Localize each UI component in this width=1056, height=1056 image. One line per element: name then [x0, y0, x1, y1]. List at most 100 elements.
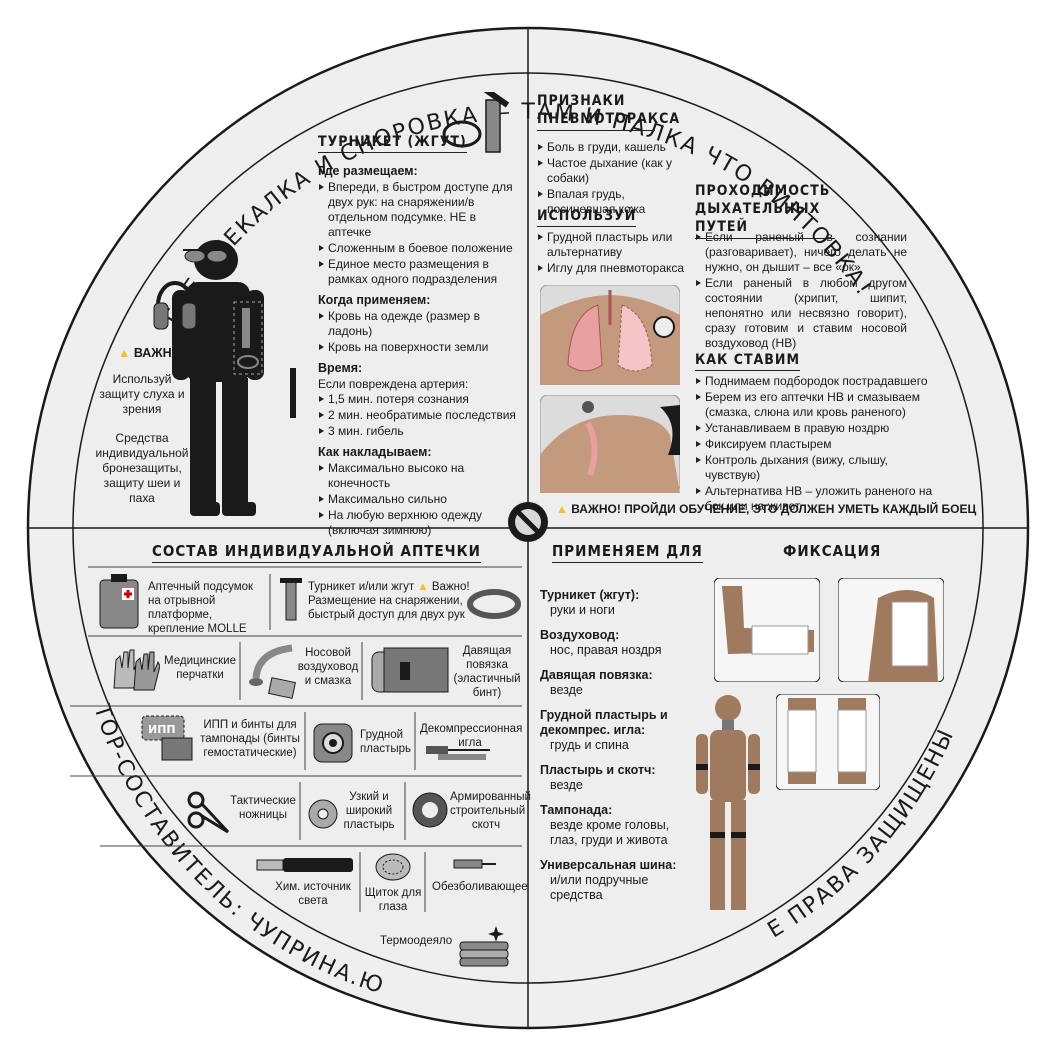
warning-icon: ▲	[417, 581, 429, 593]
kit-airway: Носовой воздуховод и смазка	[297, 647, 359, 687]
airway-how-item: Берем из его аптечки НВ и смазываем (сма…	[695, 390, 943, 420]
decompression-needle-icon	[426, 746, 490, 760]
ipp-icon: ИПП	[141, 715, 193, 761]
airway-how-section: Поднимаем подбородок пострадавшего Берем…	[695, 374, 943, 515]
how-item: На любую верхнюю одежду (включая зимнюю)	[318, 508, 518, 538]
kit-blanket: Термоодеяло	[380, 935, 453, 947]
pneumo-item: Частое дыхание (как у собаки)	[537, 156, 687, 186]
kit-painkiller: Обезболивающее	[432, 881, 528, 893]
lungs-illustration	[540, 285, 680, 385]
airway-how-item: Фиксируем пластырем	[695, 437, 943, 452]
kit-eyeshield: Щиток для глаза	[364, 887, 422, 913]
kit-tourniquet-warn: Важно!	[431, 581, 470, 593]
airway-how-item: Поднимаем подбородок пострадавшего	[695, 374, 943, 389]
kit-pouch: Аптечный подсумок на отрывной платформе,…	[148, 581, 254, 635]
kit-plaster: Узкий и широкий пластырь	[343, 791, 395, 831]
where-title: Где размещаем:	[318, 164, 418, 178]
plaster-roll-icon	[308, 799, 338, 829]
time-item: 2 мин. необратимые последствия	[318, 408, 518, 423]
kit-tourniquet: Турникет и/или жгут ▲ Важно! Размещение …	[308, 580, 478, 622]
kit-tourniquet-note: Размещение на снаряжении, быстрый доступ…	[308, 595, 465, 621]
apply-item: Пластырь и скотч:везде	[540, 763, 656, 792]
when-title: Когда применяем:	[318, 293, 431, 307]
chemlight-icon	[256, 858, 353, 872]
airway-how-item: Устанавливаем в правую ноздрю	[695, 421, 943, 436]
tourniquet-small-icon	[280, 578, 302, 621]
kit-ipp: ИПП и бинты для тампонады (бинты гемоста…	[200, 719, 300, 759]
apply-title: ПРИМЕНЯЕМ ДЛЯ	[552, 542, 703, 563]
gloves-icon	[113, 649, 160, 691]
svg-text:ИПП: ИПП	[148, 723, 176, 736]
pneumothorax-title: ПРИЗНАКИ ПНЕВМОТОРАКСА	[537, 92, 679, 131]
nasal-airway-illustration	[540, 395, 680, 493]
eye-shield-icon	[375, 853, 411, 881]
important-left-item: Средства индивидуальной бронезащиты, защ…	[95, 431, 189, 505]
kit-title: СОСТАВ ИНДИВИДУАЛЬНОЙ АПТЕЧКИ	[152, 542, 481, 563]
chest-seal-icon	[313, 723, 353, 763]
apply-item: Универсальная шина:и/или подручные средс…	[540, 858, 677, 902]
pneumothorax-section: Боль в груди, кашель Частое дыхание (как…	[537, 140, 687, 218]
warning-icon: ▲	[118, 346, 131, 360]
apply-item: Турникет (жгут):руки и ноги	[540, 588, 640, 617]
apply-item: Давящая повязка:везде	[540, 668, 653, 697]
airway-how-item: Альтернатива НВ – уложить раненого на бо…	[695, 484, 943, 514]
thermal-blanket-icon	[459, 926, 509, 967]
pneumo-item: Боль в груди, кашель	[537, 140, 687, 155]
important-left-items: Используй защиту слуха и зрения Средства…	[92, 372, 192, 506]
apply-item: Грудной пластырь и декомпрес. игла:грудь…	[540, 708, 668, 752]
when-item: Кровь на поверхности земли	[318, 340, 518, 355]
body-figure-illustration	[696, 695, 760, 910]
training-warning: ▲ ВАЖНО! ПРОЙДИ ОБУЧЕНИЕ, ЭТО ДОЛЖЕН УМЕ…	[556, 502, 977, 516]
kit-tourniquet-label: Турникет и/или жгут	[308, 581, 415, 593]
time-item: 3 мин. гибель	[318, 424, 518, 439]
tourniquet-strap-icon	[467, 589, 521, 619]
where-item: Впереди, в быстром доступе для двух рук:…	[318, 180, 518, 240]
tourniquet-title: ТУРНИКЕТ (ЖГУТ)	[318, 134, 467, 153]
kit-gloves: Медицинские перчатки	[164, 655, 236, 681]
use-item: Грудной пластырь или альтернативу	[537, 230, 687, 260]
important-left-item: Используй защиту слуха и зрения	[99, 372, 185, 416]
where-item: Сложенным в боевое положение	[318, 241, 518, 256]
airway-item: Если раненый в любом другом состоянии (х…	[695, 276, 907, 351]
apply-item: Тампонада:везде кроме головы, глаз, груд…	[540, 803, 670, 847]
glasses-icon	[183, 249, 229, 263]
use-section: Грудной пластырь или альтернативу Иглу д…	[537, 230, 687, 277]
fixation-shoulder-illustration	[838, 578, 944, 682]
kit-needle: Декомпрессионная игла	[420, 723, 523, 749]
important-left-title: ▲ ВАЖНО!	[118, 346, 186, 360]
kit-tape: Армированный строительный скотч	[450, 791, 531, 831]
airway-item: Если раненый в сознании (разговаривает),…	[695, 230, 907, 275]
ear-protection-icon	[153, 281, 197, 330]
kit-chest-seal: Грудной пластырь	[360, 729, 412, 755]
when-item: Кровь на одежде (размер в ладонь)	[318, 309, 518, 339]
how-item: Максимально высоко на конечность	[318, 461, 518, 491]
fixation-elbow-illustration	[714, 578, 820, 682]
apply-list: Турникет (жгут):руки и ноги Воздуховод:н…	[540, 588, 680, 913]
airway-section: Если раненый в сознании (разговаривает),…	[695, 230, 907, 352]
kit-chemlight: Хим. источник света	[275, 881, 351, 907]
kit-scissors: Тактические ножницы	[230, 795, 296, 821]
airway-how-title: КАК СТАВИМ	[695, 352, 800, 371]
use-item: Иглу для пневмоторакса	[537, 261, 687, 276]
how-item: Максимально сильно	[318, 492, 518, 507]
kit-bandage: Давящая повязка (эластичный бинт)	[453, 645, 521, 699]
use-title: ИСПОЛЬЗУЙ	[537, 208, 637, 227]
warning-icon: ▲	[556, 502, 568, 516]
painkiller-syringe-icon	[453, 859, 496, 869]
time-item: 1,5 мин. потеря сознания	[318, 392, 518, 407]
how-title: Как накладываем:	[318, 445, 432, 459]
fixation-title: ФИКСАЦИЯ	[783, 542, 882, 560]
nasal-airway-icon	[249, 644, 296, 699]
center-badge-icon	[508, 502, 548, 542]
time-title: Время:	[318, 361, 363, 375]
fixation-legs-illustration	[776, 694, 880, 790]
time-intro: Если повреждена артерия:	[318, 377, 469, 391]
scissors-icon	[187, 791, 230, 834]
pressure-bandage-icon	[371, 647, 449, 693]
airway-how-item: Контроль дыхания (вижу, слышу, чувствую)	[695, 453, 943, 483]
medical-pouch-icon	[99, 574, 139, 629]
tourniquet-icon	[442, 92, 510, 153]
apply-item: Воздуховод:нос, правая ноздря	[540, 628, 662, 657]
tourniquet-section: Где размещаем: Впереди, в быстром доступ…	[318, 158, 518, 539]
